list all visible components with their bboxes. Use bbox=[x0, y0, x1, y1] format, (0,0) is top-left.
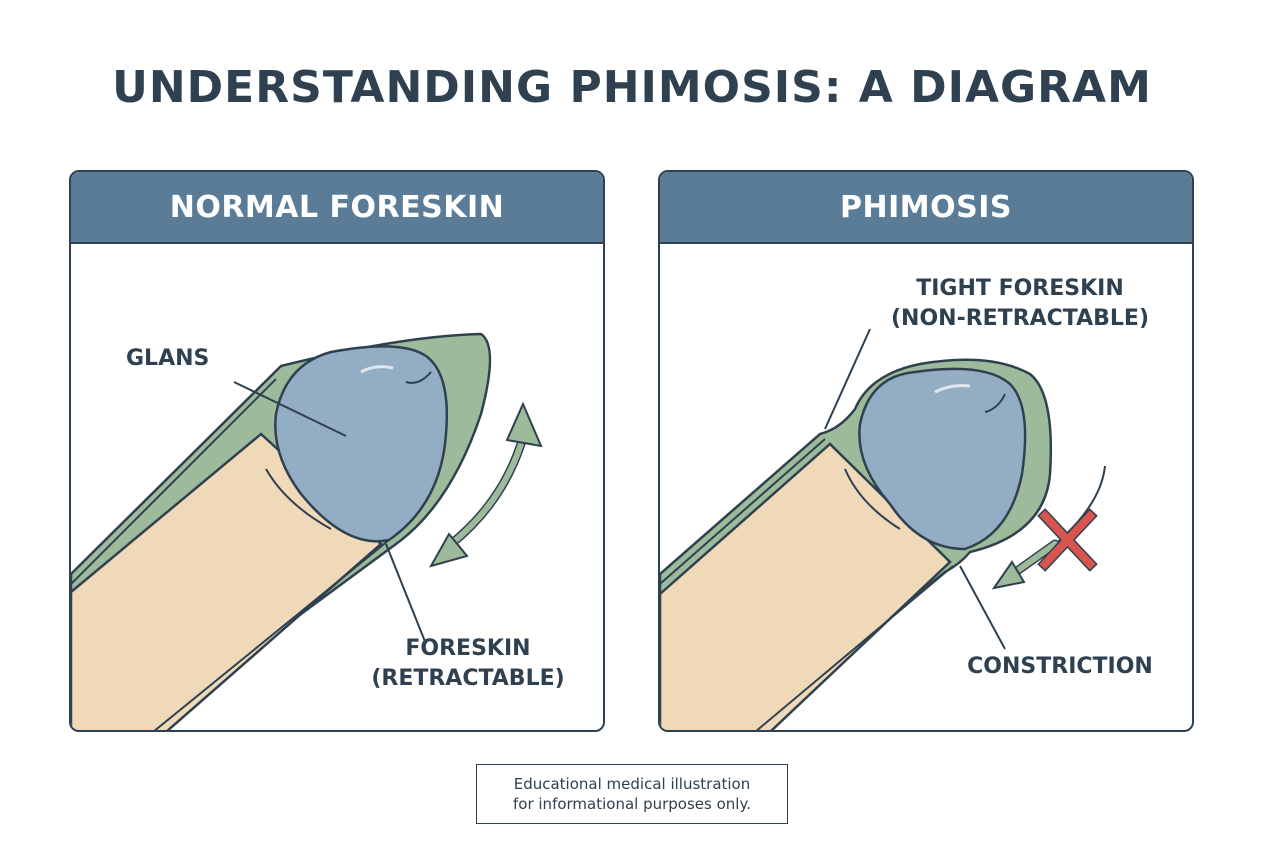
blocked-arrow-icon bbox=[991, 465, 1106, 590]
double-arrow-icon bbox=[428, 401, 543, 568]
label-foreskin-retractable: FORESKIN (RETRACTABLE) bbox=[371, 636, 565, 691]
glans-phimosis bbox=[858, 367, 1027, 551]
disclaimer-box: Educational medical illustration for inf… bbox=[476, 764, 788, 824]
normal-foreskin-illustration bbox=[71, 332, 543, 730]
label-glans: GLANS bbox=[126, 346, 210, 371]
panel-header-phimosis: PHIMOSIS bbox=[660, 172, 1192, 244]
label-constriction: CONSTRICTION bbox=[967, 654, 1153, 679]
label-tight-foreskin: TIGHT FORESKIN (NON-RETRACTABLE) bbox=[891, 276, 1149, 331]
panel-phimosis: PHIMOSIS TIGHT FORESKIN (NON-RETRACTABLE… bbox=[658, 170, 1194, 732]
panel-header-normal: NORMAL FORESKIN bbox=[71, 172, 603, 244]
cross-icon bbox=[1037, 508, 1098, 572]
phimosis-illustration bbox=[660, 328, 1106, 730]
glans-shape bbox=[274, 345, 449, 543]
page-title: UNDERSTANDING PHIMOSIS: A DIAGRAM bbox=[112, 62, 1152, 113]
panel-normal-foreskin: NORMAL FORESKIN GLANS FORESKIN (RETRACTA… bbox=[69, 170, 605, 732]
shaft-phimosis bbox=[660, 442, 952, 730]
shaft bbox=[71, 432, 383, 730]
